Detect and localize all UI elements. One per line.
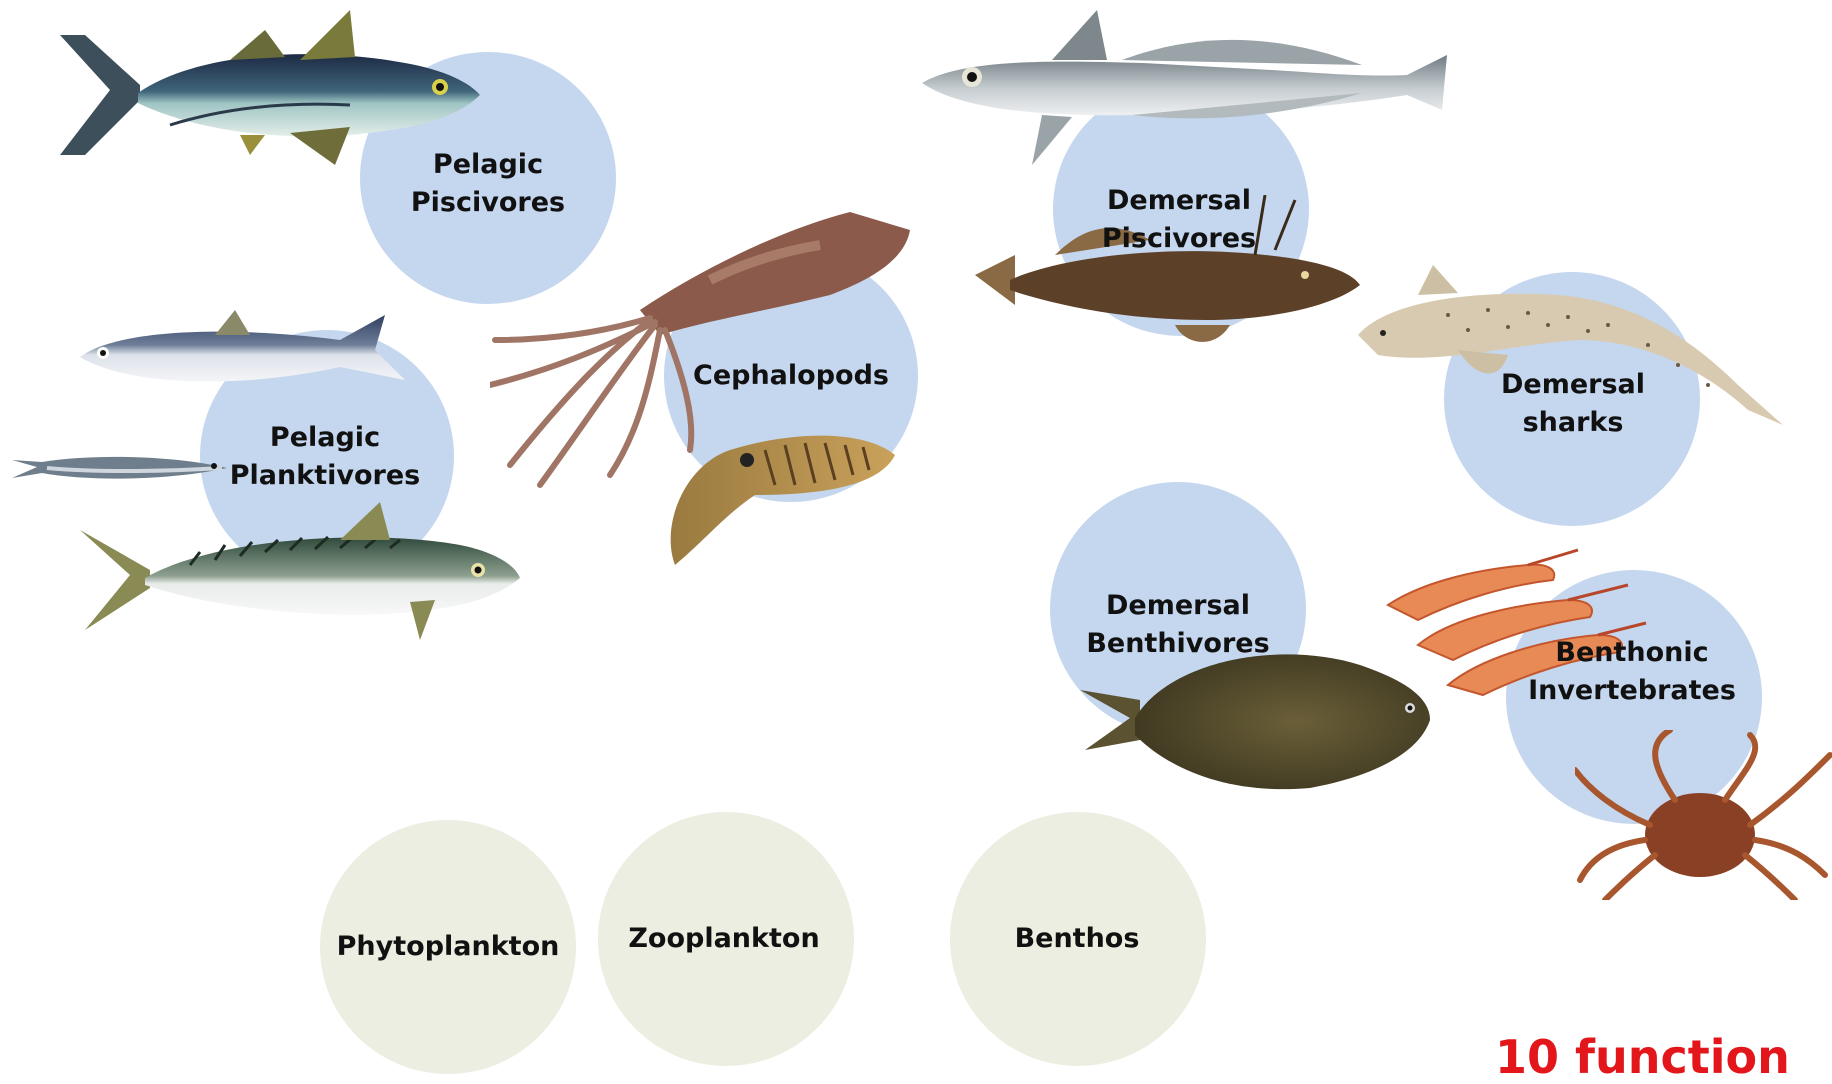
cuttlefish-icon: [655, 425, 900, 570]
zooplankton-circle: Zooplankton: [598, 812, 854, 1066]
benthos-label: Benthos: [1015, 920, 1140, 958]
demersal-benthivores-label: Demersal Benthivores: [1086, 587, 1269, 663]
phytoplankton-label: Phytoplankton: [337, 928, 560, 966]
spider-crab-icon: [1575, 730, 1832, 900]
demersal-sharks-label: Demersal sharks: [1501, 366, 1645, 442]
cephalopods-label: Cephalopods: [693, 357, 889, 395]
benthonic-invertebrates-label: Benthonic Invertebrates: [1528, 634, 1736, 710]
anchovy-fish-icon: [12, 440, 232, 490]
demersal-piscivores-label: Demersal Piscivores: [1102, 182, 1256, 258]
pelagic-piscivores-label: Pelagic Piscivores: [411, 146, 565, 222]
sardine-fish-icon: [75, 305, 410, 400]
benthos-circle: Benthos: [950, 812, 1206, 1066]
functional-groups-title: 10 function: [1495, 1030, 1790, 1084]
zooplankton-label: Zooplankton: [628, 920, 819, 958]
phytoplankton-circle: Phytoplankton: [320, 820, 576, 1074]
hake-fish-icon: [922, 5, 1452, 170]
mackerel-fish-icon: [80, 500, 525, 650]
pelagic-planktivores-label: Pelagic Planktivores: [230, 419, 420, 495]
